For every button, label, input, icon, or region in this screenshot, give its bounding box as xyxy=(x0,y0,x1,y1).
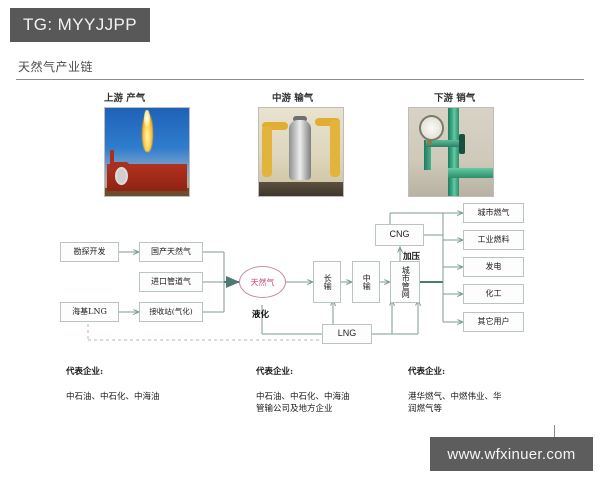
stage-label-midstream: 中游 输气 xyxy=(272,93,314,104)
separator-vessel xyxy=(289,120,312,181)
watermark: www.wfxinuer.com xyxy=(430,437,593,471)
node-chemical-industry[interactable]: 化工 xyxy=(463,284,524,304)
node-power-generation[interactable]: 发电 xyxy=(463,257,524,277)
yellow-pipe-top-left xyxy=(261,122,289,130)
caption-downstream-heading: 代表企业: xyxy=(408,367,446,378)
gas-flare-icon xyxy=(141,113,153,152)
vessel-cap xyxy=(293,115,307,123)
green-pipe-vertical xyxy=(447,108,459,196)
caption-upstream-body: 中石油、中石化、中海油 xyxy=(66,391,160,402)
caption-downstream-body: 港华燃气、中燃伟业、华 润燃气等 xyxy=(408,391,502,415)
caption-downstream: 代表企业: 港华燃气、中燃伟业、华 润燃气等 xyxy=(408,354,528,416)
pressure-gauge-icon xyxy=(419,115,445,142)
node-offshore-lng[interactable]: 海基LNG xyxy=(60,302,119,322)
caption-midstream-body: 中石油、中石化、中海油 管输公司及地方企业 xyxy=(256,391,350,415)
green-pipe-stub xyxy=(424,139,431,170)
node-cng[interactable]: CNG xyxy=(375,224,424,246)
photo-midstream-station xyxy=(258,107,344,197)
title-divider xyxy=(16,79,584,80)
caption-upstream-heading: 代表企业: xyxy=(66,367,104,378)
tg-badge: TG: MYYJJPP xyxy=(10,8,150,42)
yellow-pipe-left xyxy=(261,125,272,177)
yellow-pipe-right xyxy=(330,120,341,177)
node-industrial-fuel[interactable]: 工业燃料 xyxy=(463,230,524,250)
ground-strip xyxy=(105,188,189,196)
node-receiving-terminal[interactable]: 接收站(气化) xyxy=(139,302,203,322)
green-pipe-horizontal xyxy=(447,167,493,179)
pipe-valve-icon xyxy=(459,134,466,154)
wellhead-riser xyxy=(110,150,115,170)
valve-wheel-icon xyxy=(115,167,129,186)
station-base xyxy=(259,181,343,196)
edge-label-liquefaction: 液化 xyxy=(252,310,270,320)
caption-upstream: 代表企业: 中石油、中石化、中海油 xyxy=(66,354,251,403)
green-pipe-branch xyxy=(425,139,460,147)
node-natural-gas-hub[interactable]: 天然气 xyxy=(239,266,286,298)
node-imported-pipeline-gas[interactable]: 进口管道气 xyxy=(139,272,203,292)
edge-label-pressurization: 加压 xyxy=(403,252,421,262)
node-long-distance[interactable]: 长输 xyxy=(313,261,341,303)
node-lng[interactable]: LNG xyxy=(322,324,372,344)
photo-upstream-gas-well xyxy=(104,107,190,197)
node-exploration[interactable]: 勘探开发 xyxy=(60,242,119,262)
yellow-pipe-top-right xyxy=(315,117,341,126)
caption-midstream: 代表企业: 中石油、中石化、中海油 管输公司及地方企业 xyxy=(256,354,404,416)
page-title: 天然气产业链 xyxy=(18,60,94,74)
node-other-users[interactable]: 其它用户 xyxy=(463,312,524,332)
gas-flare-core xyxy=(144,109,150,128)
stage-label-upstream: 上游 产气 xyxy=(104,93,146,104)
node-medium-distance[interactable]: 中输 xyxy=(352,261,380,303)
node-city-pipe-network[interactable]: 城市管网 xyxy=(390,261,420,303)
watermark-tick xyxy=(554,425,555,437)
wellhead-pipe xyxy=(110,161,129,170)
node-domestic-gas[interactable]: 国产天然气 xyxy=(139,242,203,262)
node-city-gas[interactable]: 城市燃气 xyxy=(463,203,524,223)
caption-midstream-heading: 代表企业: xyxy=(256,367,294,378)
stage-label-downstream: 下游 销气 xyxy=(434,93,476,104)
photo-downstream-city-gas xyxy=(408,107,494,197)
